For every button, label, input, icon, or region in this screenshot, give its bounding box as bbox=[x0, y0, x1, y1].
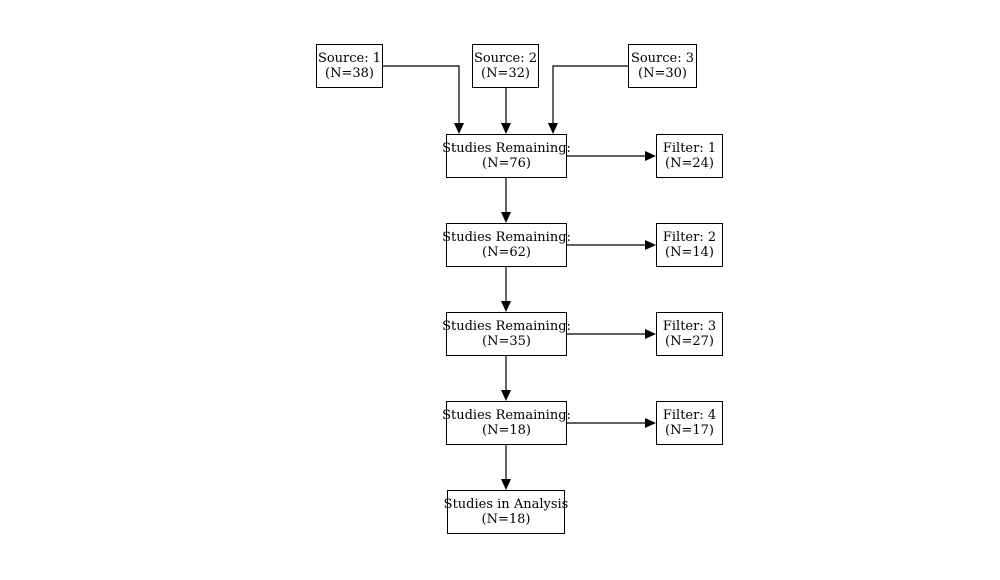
node-studies-remaining-1: Studies Remaining: (N=76) bbox=[442, 134, 571, 178]
node-studies-remaining-2: Studies Remaining: (N=62) bbox=[442, 223, 571, 267]
arrowhead-icon bbox=[501, 479, 511, 490]
node-filter-3: Filter: 3 (N=27) bbox=[656, 312, 723, 356]
arrowhead-icon bbox=[501, 212, 511, 223]
node-count: (N=30) bbox=[638, 66, 687, 81]
arrowhead-icon bbox=[645, 240, 656, 250]
node-count: (N=32) bbox=[481, 66, 530, 81]
node-count: (N=76) bbox=[482, 156, 531, 171]
node-count: (N=17) bbox=[665, 423, 714, 438]
node-label: Source: 3 bbox=[630, 51, 695, 66]
arrowhead-icon bbox=[548, 123, 558, 134]
node-label: Filter: 3 bbox=[662, 319, 717, 334]
arrowhead-icon bbox=[645, 329, 656, 339]
edge-source1-remaining1 bbox=[383, 65, 460, 124]
node-count: (N=24) bbox=[665, 156, 714, 171]
node-source-1: Source: 1 (N=38) bbox=[316, 44, 383, 88]
edge-source3-remaining1 bbox=[552, 65, 628, 124]
node-count: (N=35) bbox=[482, 334, 531, 349]
node-filter-2: Filter: 2 (N=14) bbox=[656, 223, 723, 267]
node-count: (N=27) bbox=[665, 334, 714, 349]
node-label: Filter: 2 bbox=[662, 230, 717, 245]
node-label: Studies Remaining: bbox=[442, 230, 571, 245]
arrowhead-icon bbox=[454, 123, 464, 134]
arrowhead-icon bbox=[645, 418, 656, 428]
node-count: (N=18) bbox=[481, 512, 531, 527]
node-filter-4: Filter: 4 (N=17) bbox=[656, 401, 723, 445]
arrowhead-icon bbox=[501, 301, 511, 312]
arrowhead-icon bbox=[645, 151, 656, 161]
node-label: Studies Remaining: bbox=[442, 141, 571, 156]
node-label: Source: 2 bbox=[473, 51, 538, 66]
arrowhead-icon bbox=[501, 123, 511, 134]
node-label: Studies Remaining: bbox=[442, 319, 571, 334]
node-source-3: Source: 3 (N=30) bbox=[628, 44, 697, 88]
node-count: (N=62) bbox=[482, 245, 531, 260]
node-label: Filter: 4 bbox=[662, 408, 717, 423]
node-label: Filter: 1 bbox=[662, 141, 717, 156]
node-label: Studies Remaining: bbox=[442, 408, 571, 423]
node-studies-remaining-4: Studies Remaining: (N=18) bbox=[442, 401, 571, 445]
node-filter-1: Filter: 1 (N=24) bbox=[656, 134, 723, 178]
node-label: Source: 1 bbox=[317, 51, 382, 66]
node-source-2: Source: 2 (N=32) bbox=[472, 44, 539, 88]
node-studies-remaining-3: Studies Remaining: (N=35) bbox=[442, 312, 571, 356]
node-count: (N=38) bbox=[325, 66, 374, 81]
node-label: Studies in Analysis bbox=[443, 497, 569, 512]
node-studies-in-analysis: Studies in Analysis (N=18) bbox=[444, 490, 568, 534]
node-count: (N=18) bbox=[482, 423, 531, 438]
arrowhead-icon bbox=[501, 390, 511, 401]
node-count: (N=14) bbox=[665, 245, 714, 260]
